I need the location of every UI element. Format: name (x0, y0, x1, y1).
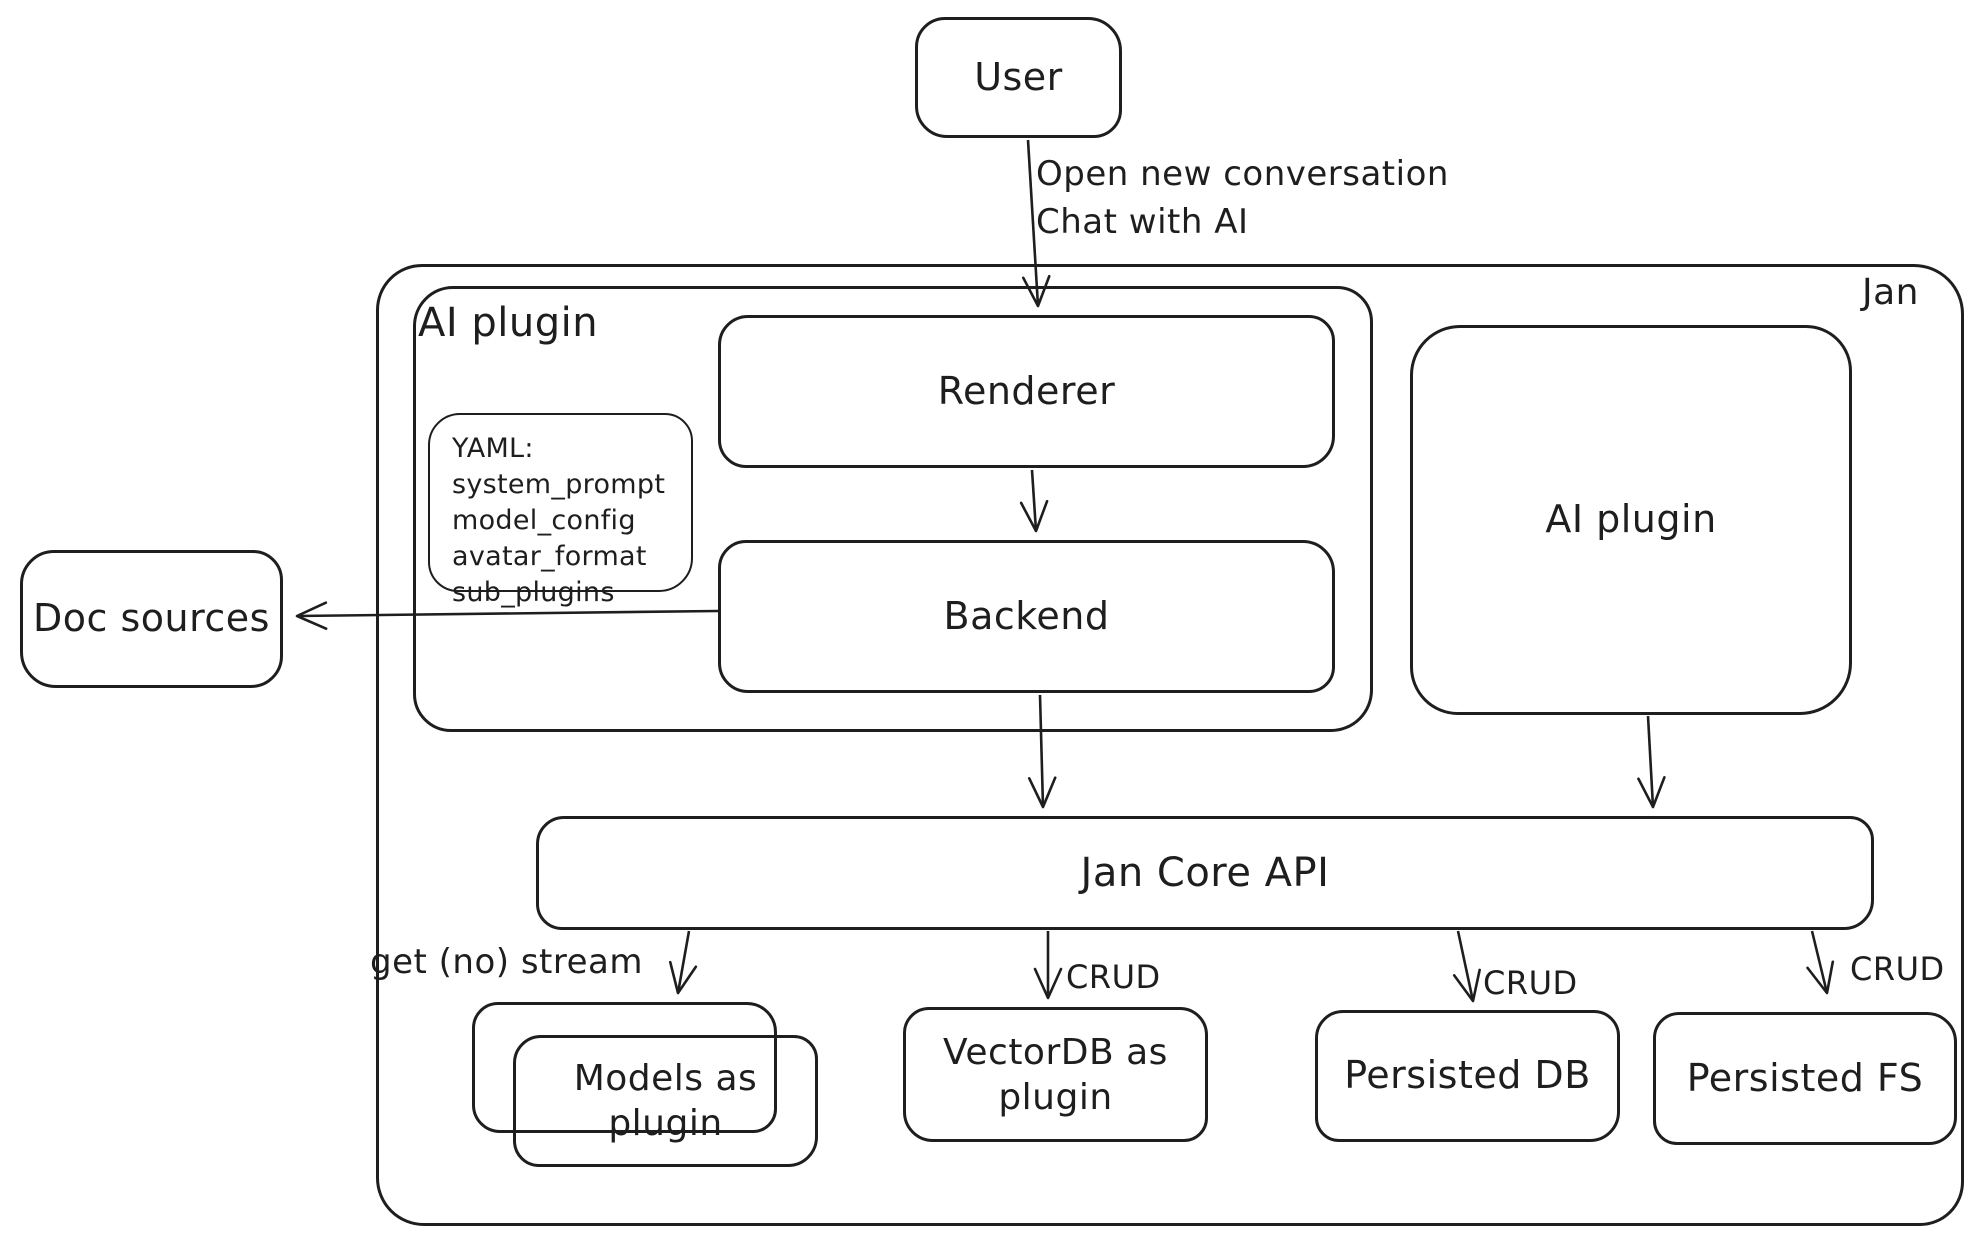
yaml-line: YAML: (452, 433, 534, 464)
yaml-line: avatar_format (452, 541, 647, 572)
crud-vectordb-edge-label: CRUD (1066, 958, 1161, 996)
user-to-renderer-edge-label: Open new conversation Chat with AI (1036, 150, 1449, 246)
ai-plugin-group-label: AI plugin (418, 300, 599, 346)
edge-label-line: Open new conversation (1036, 154, 1449, 194)
vectordb-plugin-node: VectorDB as plugin (903, 1007, 1208, 1142)
models-plugin-node-label: Models as plugin (573, 1058, 758, 1144)
persisted-db-node-label: Persisted DB (1344, 1053, 1591, 1098)
get-no-stream-edge-label: get (no) stream (370, 942, 643, 982)
models-plugin-node: Models as plugin (513, 1035, 818, 1167)
jan-core-api-node: Jan Core API (536, 816, 1874, 930)
jan-core-api-node-label: Jan Core API (1080, 850, 1330, 896)
ai-plugin-node: AI plugin (1410, 325, 1852, 715)
edge-label-line: Chat with AI (1036, 202, 1249, 242)
crud-persisted-db-edge-label: CRUD (1483, 964, 1578, 1002)
yaml-line: system_prompt (452, 469, 666, 500)
yaml-config-note: YAML: system_prompt model_config avatar_… (428, 413, 693, 608)
user-node-label: User (974, 54, 1063, 99)
persisted-fs-node-label: Persisted FS (1686, 1055, 1924, 1100)
crud-persisted-fs-edge-label: CRUD (1850, 950, 1945, 988)
doc-sources-node: Doc sources (20, 550, 283, 688)
jan-container-box (376, 264, 1964, 1226)
renderer-node: Renderer (718, 315, 1335, 468)
yaml-line: model_config (452, 505, 636, 536)
persisted-fs-node: Persisted FS (1653, 1012, 1957, 1145)
ai-plugin-group-box (413, 286, 1373, 732)
persisted-db-node: Persisted DB (1315, 1010, 1620, 1142)
models-plugin-back-box (472, 1002, 777, 1133)
user-node: User (915, 17, 1122, 138)
backend-node-label: Backend (943, 593, 1110, 638)
doc-sources-node-label: Doc sources (33, 596, 270, 641)
ai-plugin-node-label: AI plugin (1545, 497, 1717, 542)
yaml-line: sub_plugins (452, 577, 615, 608)
backend-node: Backend (718, 540, 1335, 693)
jan-container-label: Jan (1862, 272, 1919, 313)
vectordb-plugin-node-label: VectorDB as plugin (943, 1031, 1168, 1118)
renderer-node-label: Renderer (937, 368, 1116, 413)
